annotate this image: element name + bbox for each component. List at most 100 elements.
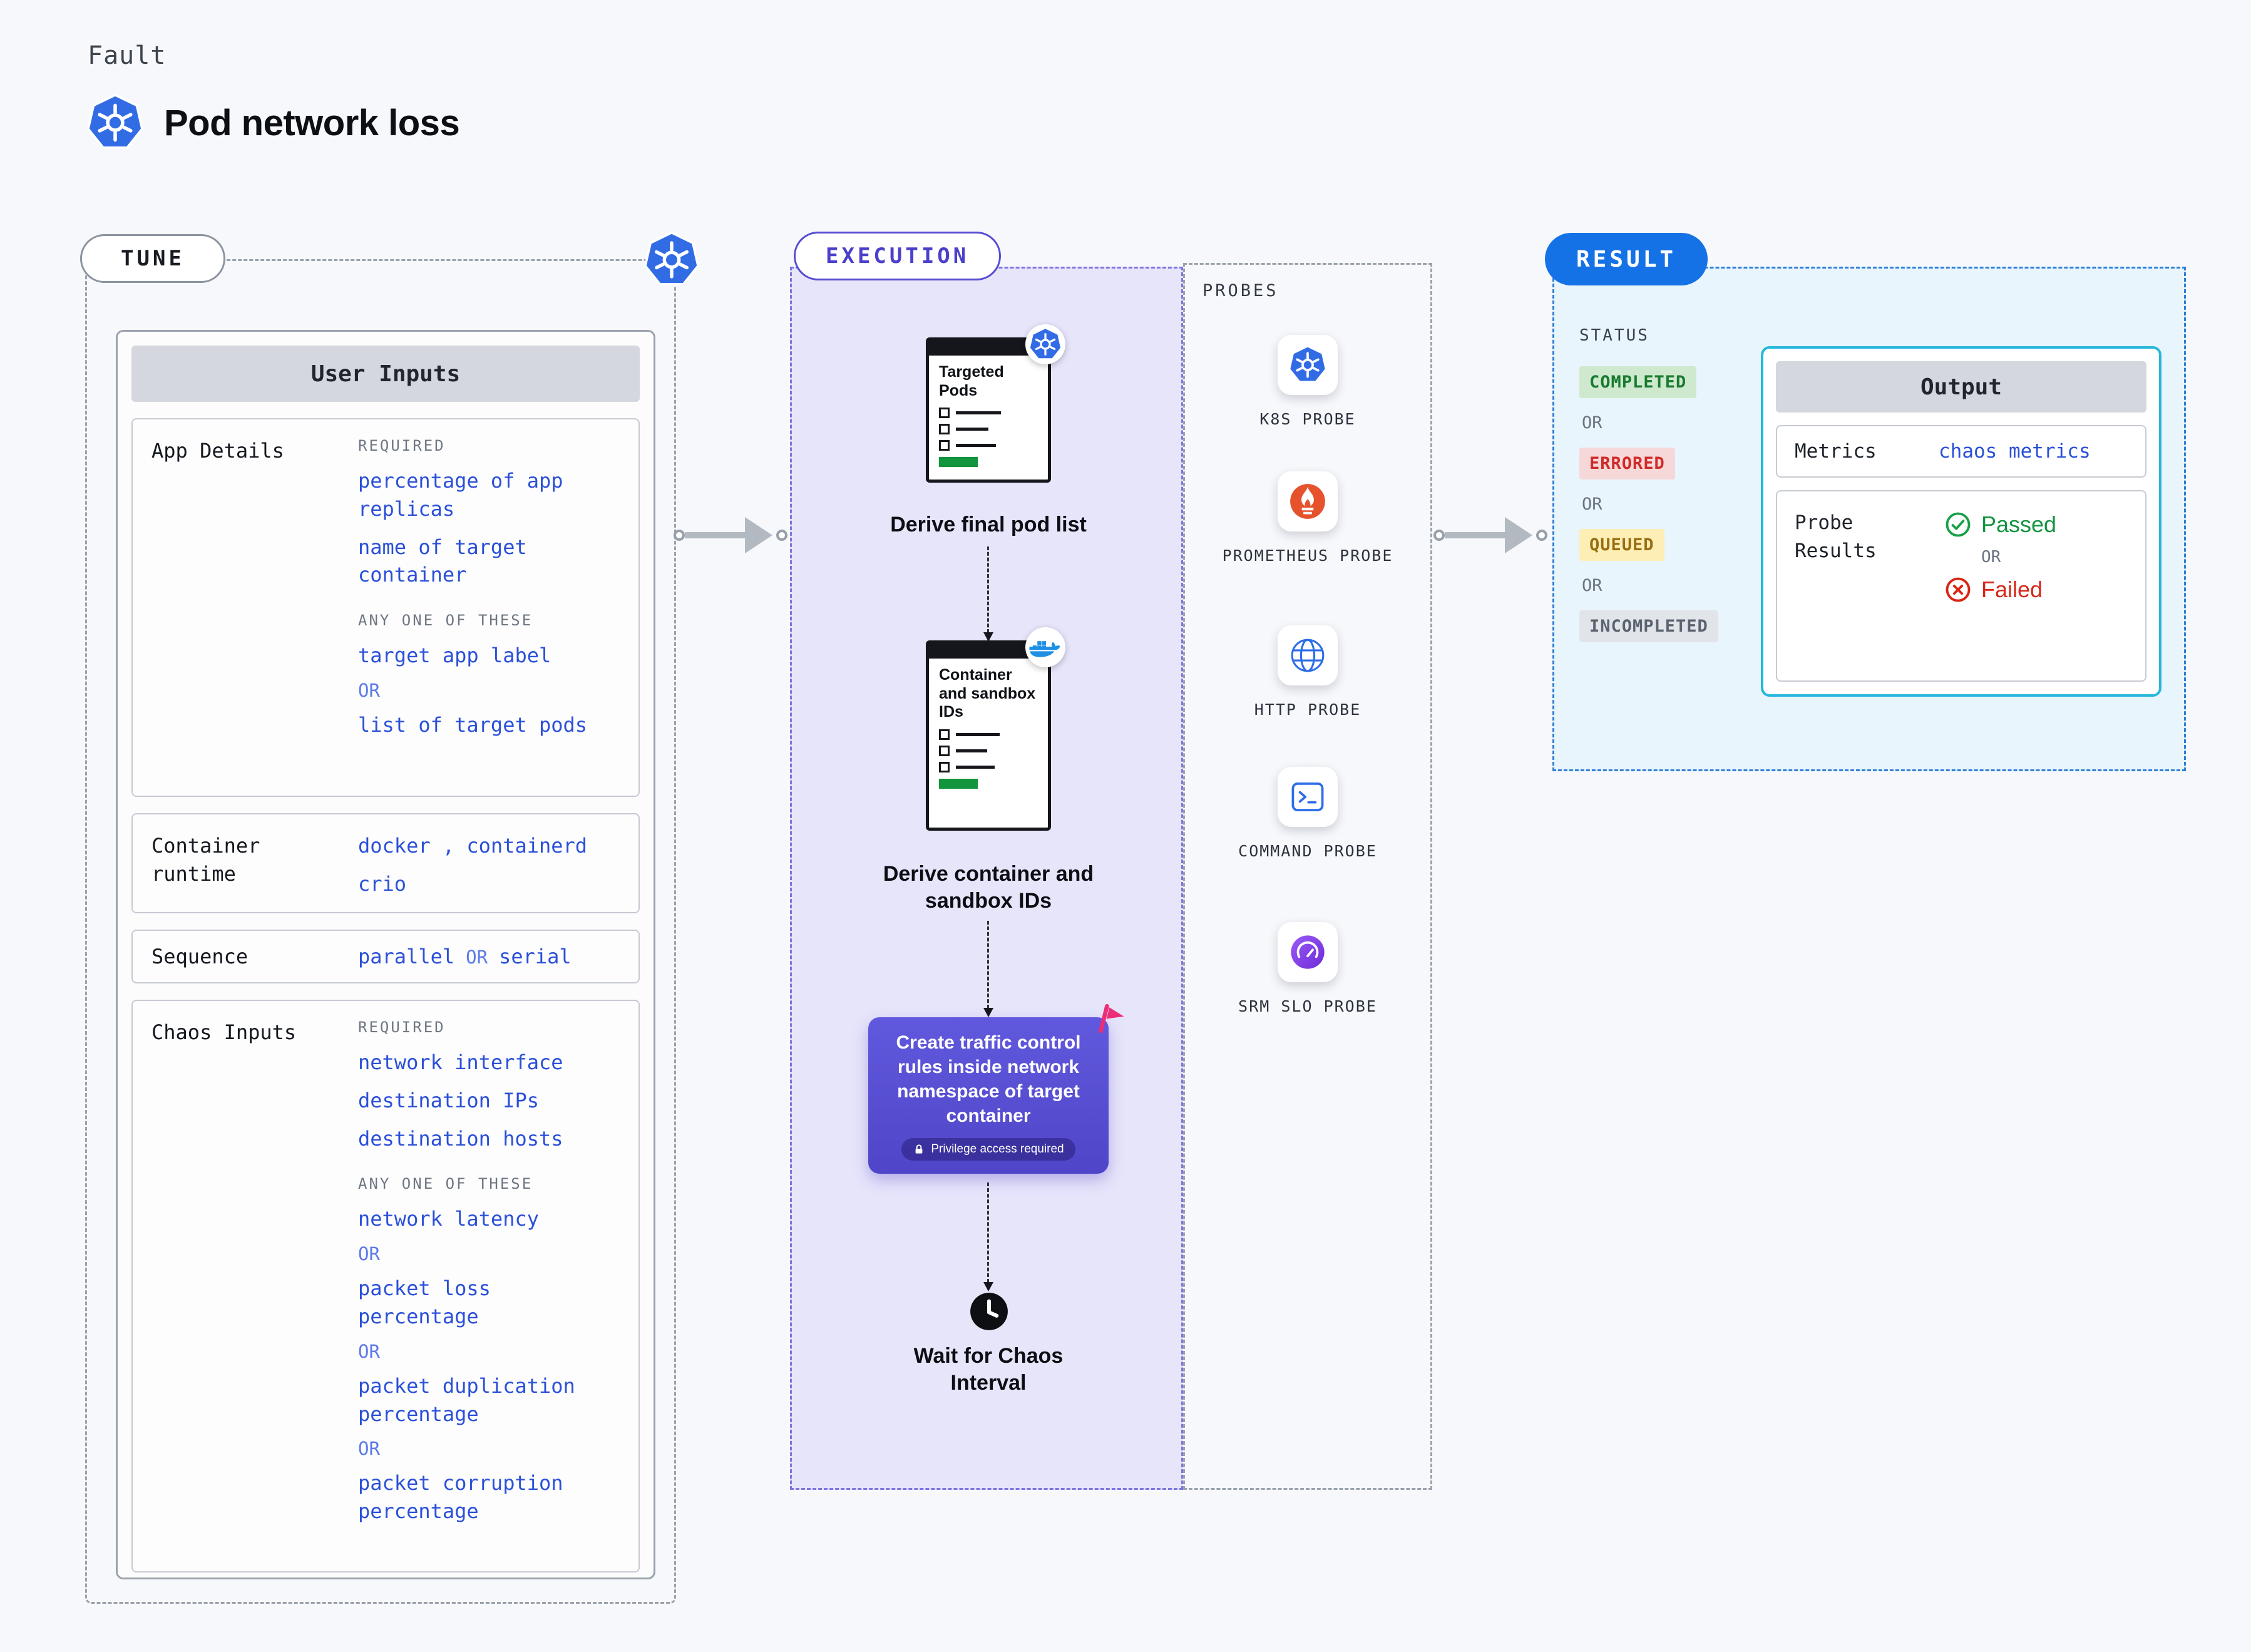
input-value: destination hosts xyxy=(358,1126,563,1151)
probe-item: K8S PROBE xyxy=(1185,335,1430,431)
container-runtime-section: Container runtime docker , containerd cr… xyxy=(131,813,640,913)
user-inputs-card: User Inputs App Details REQUIRED percent… xyxy=(116,330,655,1579)
passed-label: Passed xyxy=(1981,511,2057,537)
traffic-control-step: Create traffic control rules inside netw… xyxy=(868,1017,1109,1174)
tune-section: User Inputs App Details REQUIRED percent… xyxy=(85,259,676,1604)
status-badge: INCOMPLETED xyxy=(1579,610,1718,642)
docker-icon xyxy=(1025,627,1065,667)
sequence-label: Sequence xyxy=(151,944,249,968)
input-value: destination IPs xyxy=(358,1088,539,1112)
kubernetes-icon xyxy=(1278,335,1338,395)
input-value: network interface xyxy=(358,1050,563,1074)
input-value: packet corruption percentage xyxy=(358,1471,563,1524)
input-value: serial xyxy=(499,944,572,968)
text-line xyxy=(956,411,1001,414)
or-label: OR xyxy=(1582,413,1602,433)
step-caption: Derive final pod list xyxy=(890,513,1087,536)
kubernetes-icon xyxy=(1025,324,1065,364)
checkbox-row xyxy=(939,424,1038,434)
text-line xyxy=(956,732,1000,736)
probe-item: COMMAND PROBE xyxy=(1185,767,1430,863)
checkbox-icon xyxy=(939,761,950,772)
or-label: OR xyxy=(358,1340,380,1362)
chaos-inputs-values: REQUIRED network interface destination I… xyxy=(358,1018,608,1554)
input-value: percentage of app replicas xyxy=(358,469,563,521)
checkbox-row xyxy=(939,745,1038,756)
step-text: Create traffic control rules inside netw… xyxy=(896,1032,1081,1126)
app-details-values: REQUIRED percentage of app replicas name… xyxy=(358,437,608,778)
check-circle-icon xyxy=(1946,512,1971,537)
app-details-section: App Details REQUIRED percentage of app r… xyxy=(131,418,640,797)
probe-label: COMMAND PROBE xyxy=(1238,842,1377,860)
tune-to-execution-arrow xyxy=(674,517,787,553)
or-label: OR xyxy=(358,679,380,701)
probes-heading: PROBES xyxy=(1202,281,1279,300)
probe-item: PROMETHEUS PROBE xyxy=(1185,471,1430,568)
checkbox-icon xyxy=(939,424,950,434)
connector-dot xyxy=(1536,530,1547,541)
progress-bar xyxy=(939,457,978,467)
title-row: Pod network loss xyxy=(86,94,460,151)
probe-results-values: Passed OR Failed xyxy=(1945,509,2056,680)
status-badge: QUEUED xyxy=(1579,529,1664,561)
sequence-section: Sequence parallel OR serial xyxy=(131,930,640,983)
checkbox-icon xyxy=(939,408,950,418)
step-caption: Wait for Chaos Interval xyxy=(913,1344,1064,1395)
arrow-head xyxy=(745,517,772,553)
prometheus-icon xyxy=(1278,471,1338,531)
metrics-value: chaos metrics xyxy=(1939,440,2091,463)
failed-line: Failed xyxy=(1945,577,2056,603)
probe-results-row: Probe Results Passed OR Failed xyxy=(1776,490,2146,682)
failed-label: Failed xyxy=(1981,577,2043,602)
checkbox-icon xyxy=(939,440,950,451)
clock-icon xyxy=(968,1290,1010,1333)
status-column: STATUS COMPLETED OR ERRORED OR QUEUED OR… xyxy=(1579,326,1718,642)
sequence-values: parallel OR serial xyxy=(358,943,608,971)
flow-connector xyxy=(983,546,993,642)
x-circle-icon xyxy=(1946,577,1971,602)
input-value: network latency xyxy=(358,1207,539,1231)
checkbox-row xyxy=(939,761,1038,772)
execution-to-result-arrow xyxy=(1433,517,1547,553)
probe-results-label: Probe Results xyxy=(1795,511,1877,562)
targeted-pods-doc: Targeted Pods xyxy=(926,324,1065,483)
status-badge: COMPLETED xyxy=(1579,366,1697,398)
or-label: OR xyxy=(358,1438,380,1460)
fault-kicker: Fault xyxy=(88,41,167,70)
arrow-shaft xyxy=(1445,532,1505,538)
chaos-inputs-label: Chaos Inputs xyxy=(151,1020,297,1044)
progress-bar xyxy=(939,778,978,789)
connector-dot xyxy=(1433,530,1445,541)
flag-icon xyxy=(1092,1000,1130,1039)
text-line xyxy=(956,444,996,447)
arrow-head xyxy=(1505,517,1532,553)
passed-line: Passed xyxy=(1945,511,2056,538)
input-value: target app label xyxy=(358,644,551,668)
checkbox-icon xyxy=(939,745,950,756)
text-line xyxy=(956,428,988,431)
globe-icon xyxy=(1278,625,1338,685)
input-value: packet duplication percentage xyxy=(358,1373,575,1426)
probe-label: HTTP PROBE xyxy=(1254,700,1361,719)
output-card: Output Metrics chaos metrics Probe Resul… xyxy=(1761,346,2161,697)
user-inputs-title: User Inputs xyxy=(131,346,640,402)
container-ids-doc: Container and sandbox IDs xyxy=(926,627,1065,831)
step-caption: Derive container and sandbox IDs xyxy=(883,862,1094,913)
any-one-heading: ANY ONE OF THESE xyxy=(358,1175,533,1193)
or-label: OR xyxy=(1582,495,1602,514)
execution-badge: EXECUTION xyxy=(794,232,1002,280)
input-value: crio xyxy=(358,871,407,896)
text-line xyxy=(956,749,987,752)
metrics-row: Metrics chaos metrics xyxy=(1776,425,2146,478)
privilege-badge: Privilege access required xyxy=(901,1138,1075,1161)
required-heading: REQUIRED xyxy=(358,437,446,454)
probe-item: SRM SLO PROBE xyxy=(1185,922,1430,1018)
doc-body: Container and sandbox IDs xyxy=(929,659,1048,798)
connector-dot xyxy=(674,530,685,541)
probes-section: PROBES K8S PROBE PROMETHEUS PROBE HTTP P… xyxy=(1183,263,1432,1490)
kubernetes-icon xyxy=(644,232,700,288)
probe-label: SRM SLO PROBE xyxy=(1238,997,1377,1015)
metrics-label: Metrics xyxy=(1795,440,1877,463)
result-badge: RESULT xyxy=(1545,233,1708,285)
status-badge: ERRORED xyxy=(1579,448,1675,480)
